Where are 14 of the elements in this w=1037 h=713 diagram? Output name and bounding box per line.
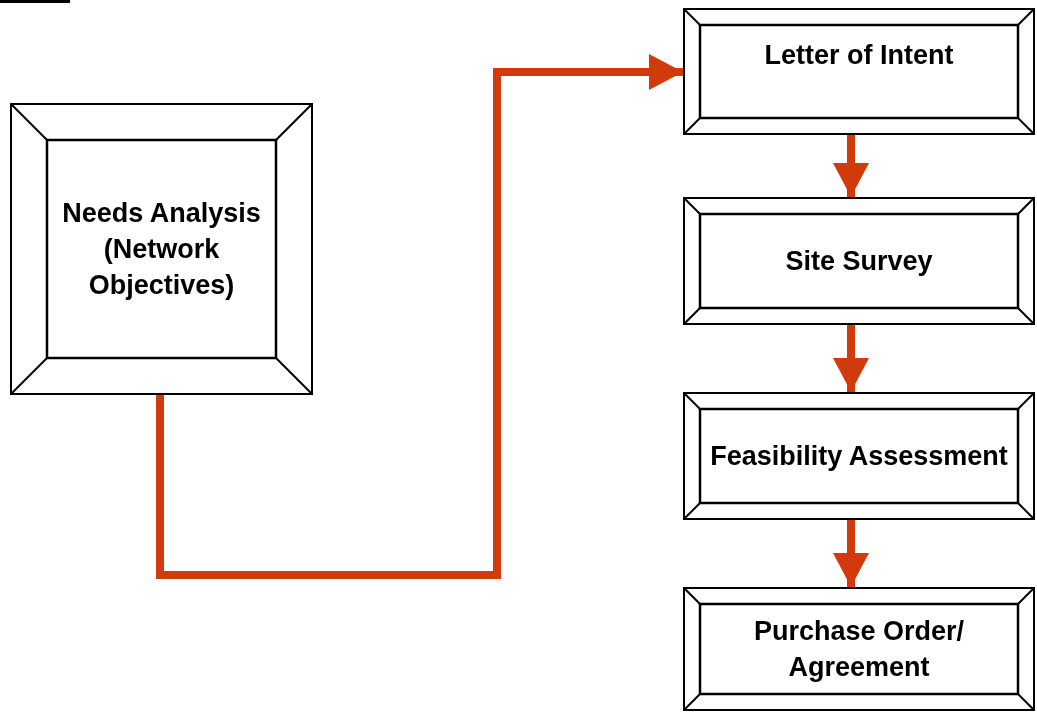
beveled-box [683,392,1035,520]
beveled-box [683,197,1035,325]
box-label: Purchase Order/ Agreement [752,615,966,684]
box-label: Feasibility Assessment [710,440,1008,473]
arrow [833,325,869,392]
beveled-box [10,103,313,395]
arrow [833,135,869,197]
beveled-box [683,8,1035,135]
beveled-box [683,587,1035,711]
box-label: Site Survey [785,245,933,278]
arrow [833,520,869,587]
arrow [156,54,683,579]
box-label: Needs Analysis (Network Objectives) [61,197,262,302]
box-label: Letter of Intent [764,39,954,72]
